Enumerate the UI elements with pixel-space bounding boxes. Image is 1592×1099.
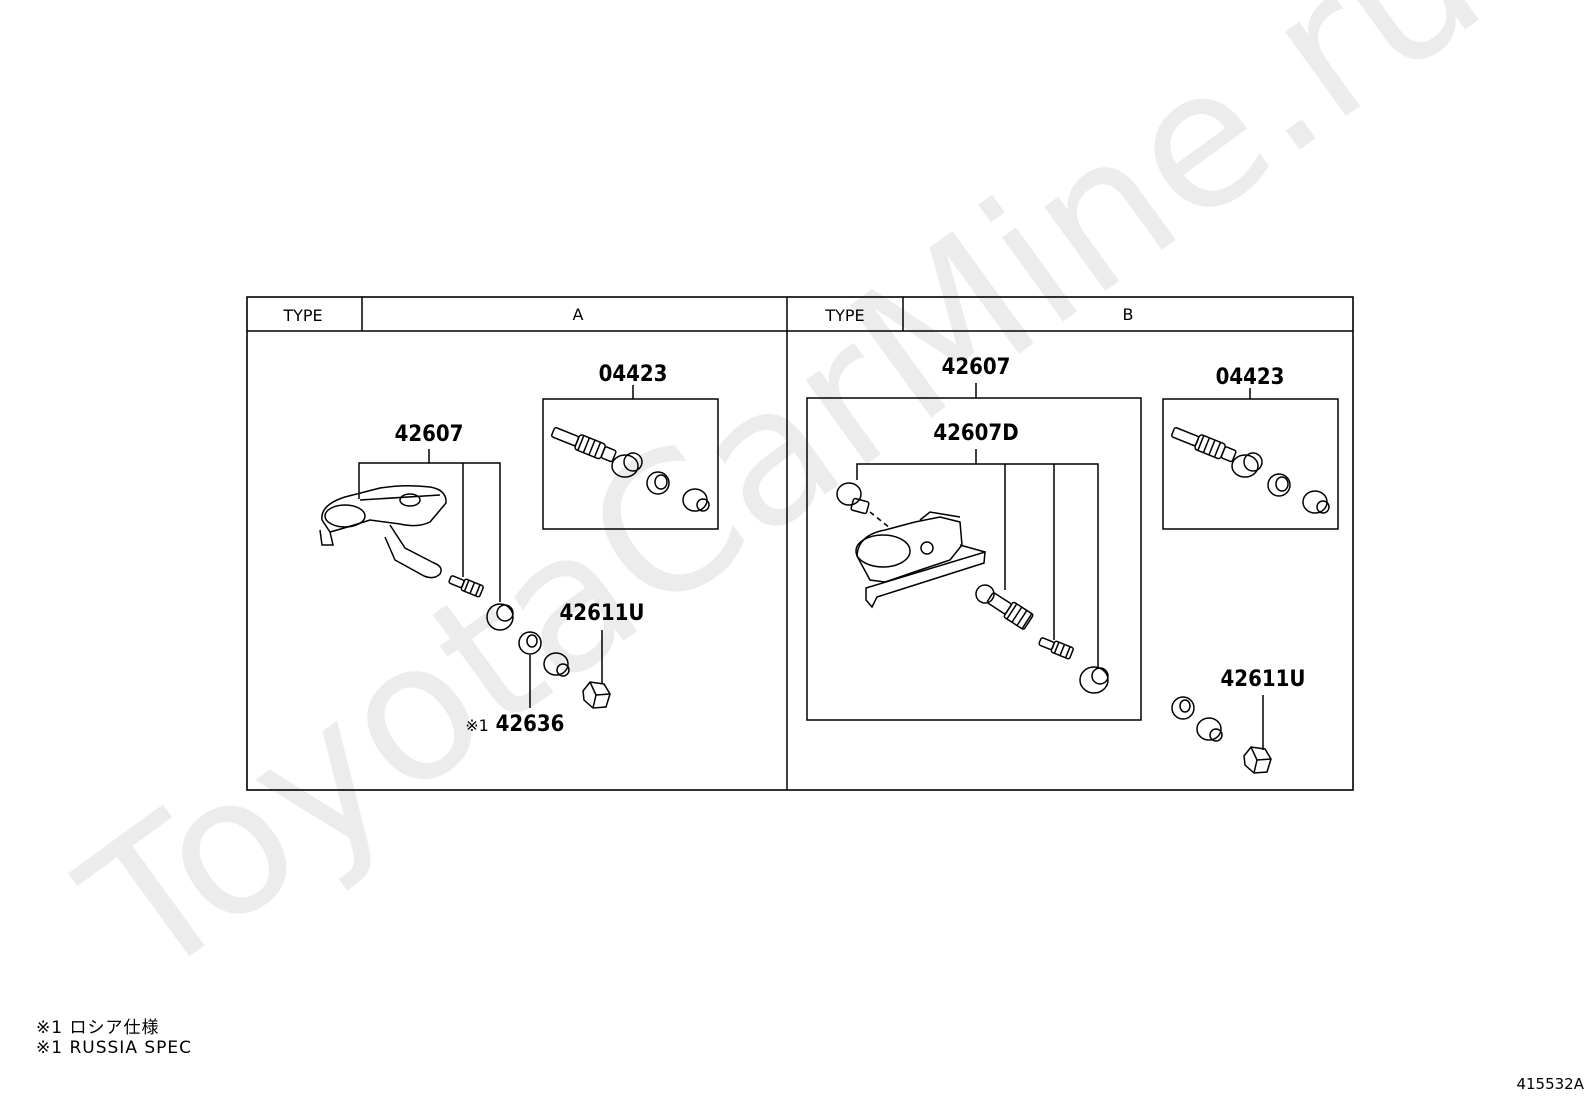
type-value-b: B [1123, 305, 1134, 324]
footnote-en: ※1 RUSSIA SPEC [36, 1038, 193, 1058]
tpms-sensor-icon [855, 511, 986, 609]
part-label-42607-a: 42607 [395, 422, 464, 447]
diagram-frame [246, 296, 1354, 791]
kit-box-04423-a [542, 398, 719, 530]
type-label-b: TYPE [824, 306, 864, 325]
panel-b: 42607 42607D [806, 355, 1339, 774]
grommet-icon [486, 603, 514, 631]
part-prefix-42636: ※1 [465, 716, 489, 735]
type-label-a: TYPE [282, 306, 322, 325]
washer-icon [1171, 696, 1195, 720]
nut-icon [1196, 717, 1223, 742]
figure-number: 415532A [1516, 1075, 1584, 1093]
tpms-sensor-icon [319, 484, 447, 579]
part-label-42636: 42636 [496, 712, 565, 737]
nut-icon [682, 488, 710, 512]
type-value-a: A [573, 305, 584, 324]
grommet-icon [1079, 666, 1109, 694]
leader-42607d [856, 463, 1099, 668]
nut-icon [543, 652, 570, 677]
cap-icon [582, 681, 611, 709]
part-label-42611u-a: 42611U [560, 601, 645, 626]
screw-icon [836, 482, 891, 529]
valve-stem-icon [1170, 426, 1237, 463]
part-label-42607-b: 42607 [942, 355, 1011, 380]
leader-42607-a [358, 462, 501, 602]
kit-box-42607-b [806, 397, 1142, 721]
kit-box-04423-b [1162, 398, 1339, 530]
valve-stem-icon [550, 426, 617, 463]
washer-icon [1267, 473, 1291, 497]
part-label-04423-a: 04423 [599, 362, 668, 387]
grommet-icon [611, 452, 643, 478]
footnote-jp: ※1 ロシア仕様 [36, 1018, 160, 1038]
part-label-04423-b: 04423 [1216, 365, 1285, 390]
grommet-icon [1231, 452, 1263, 478]
washer-icon [518, 631, 542, 655]
part-label-42607d: 42607D [933, 421, 1018, 446]
cap-icon [1243, 746, 1272, 774]
valve-core-icon [448, 575, 484, 598]
valve-stem-icon [975, 584, 1034, 630]
part-label-42611u-b: 42611U [1221, 667, 1306, 692]
nut-icon [1302, 490, 1330, 514]
panel-a: 04423 42607 [319, 362, 719, 737]
washer-icon [646, 471, 670, 495]
valve-core-icon [1038, 637, 1074, 660]
